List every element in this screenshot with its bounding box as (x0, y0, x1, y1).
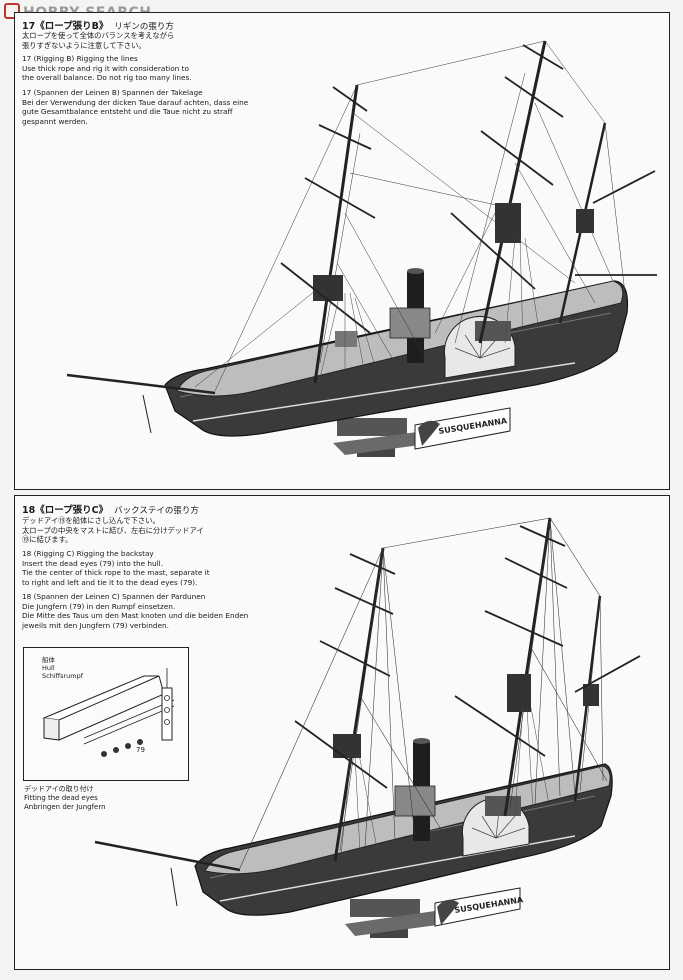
logo-icon (4, 3, 20, 19)
ship-illustration-17: SUSQUEHANNA (66, 40, 657, 457)
dead-eye-caption: デッドアイの取り付け Fitting the dead eyes Anbring… (24, 785, 106, 811)
step-18-en-text: 18 (Rigging C) Rigging the backstay Inse… (22, 549, 210, 587)
step-18-de-text: 18 (Spannen der Leinen C) Spannen der Pa… (22, 592, 249, 630)
step-17-title: 17《ロープ張りB》リギンの張り方 (22, 21, 174, 32)
ship-illustration-18: SUSQUEHANNA (94, 517, 641, 938)
step-18-jp-text: デッドアイ⑲を船体にさし込んで下さい。 太ロープの中央をマストに結び、左右に分け… (22, 516, 204, 545)
part-number-79: 79 (136, 746, 145, 754)
step-17-jp-text: 太ロープを使って全体のバランスを考えながら 張りすぎないように注意して下さい。 (22, 31, 175, 50)
step-18-title: 18《ロープ張りC》バックステイの張り方 (22, 505, 199, 516)
step-17-de-text: 17 (Spannen der Leinen B) Spannen der Ta… (22, 88, 249, 126)
dead-eye-diagram: 79 (42, 668, 175, 757)
dead-eye-detail-inset: 船体 Hull Schiffsrumpf 79 (23, 647, 189, 781)
step-17-subtitle: リギンの張り方 (114, 22, 174, 32)
step-17-panel: 17《ロープ張りB》リギンの張り方 太ロープを使って全体のバランスを考えながら … (14, 12, 670, 490)
hull-label: 船体 Hull Schiffsrumpf (42, 656, 84, 680)
step-18-subtitle: バックステイの張り方 (114, 506, 199, 516)
step-18-panel: 18《ロープ張りC》バックステイの張り方 デッドアイ⑲を船体にさし込んで下さい。… (14, 495, 670, 970)
step-17-en-text: 17 (Rigging B) Rigging the lines Use thi… (22, 54, 192, 83)
